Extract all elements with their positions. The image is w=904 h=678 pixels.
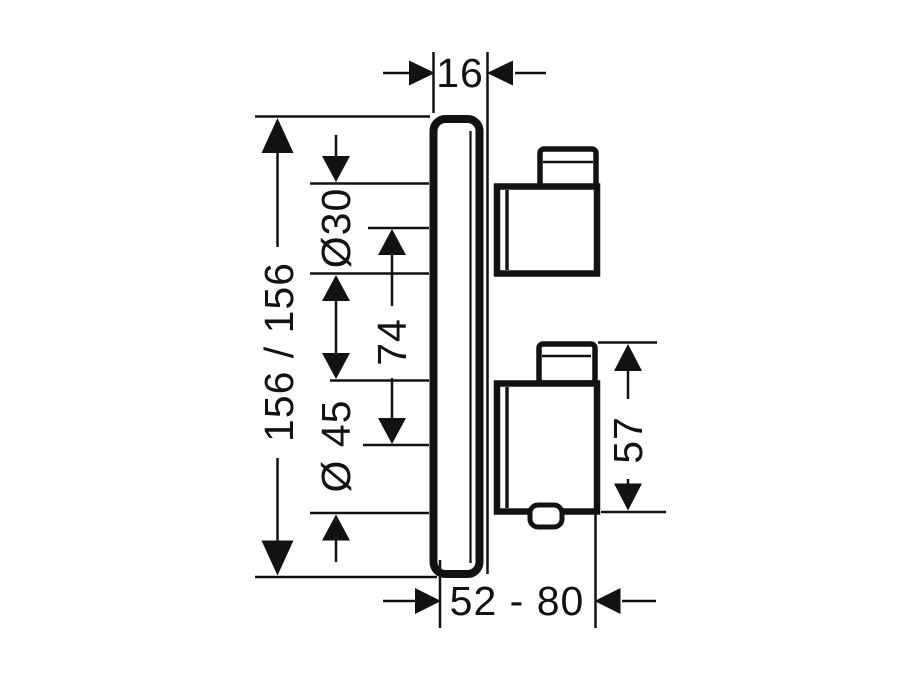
dim-lower-handle-height: [598, 341, 666, 514]
lower-handle-grip: [536, 341, 598, 386]
dim-label-plate-square: 156 / 156: [256, 262, 302, 442]
dim-handle-spacing: [363, 226, 429, 447]
arrow-up-icon: [322, 275, 350, 301]
lower-handle-body: [493, 380, 601, 515]
escutcheon-plate: [429, 115, 484, 578]
lower-handle-safety-tab: [527, 502, 565, 530]
dim-label-installation-depth: 52 - 80: [450, 578, 585, 624]
dim-handle-diameters: [310, 135, 429, 562]
arrow-up-icon: [378, 229, 406, 255]
dim-label-lower-handle-height: 57: [605, 416, 651, 464]
arrow-down-icon: [322, 353, 350, 379]
product-outline: [429, 52, 601, 578]
arrow-right-icon: [409, 60, 435, 86]
upper-handle-body: [493, 183, 601, 277]
dim-label-handle-spacing: 74: [369, 318, 415, 366]
arrow-up-icon: [322, 514, 350, 541]
dim-label-upper-handle-diameter: Ø30: [313, 188, 359, 269]
arrow-left-icon: [487, 60, 513, 86]
arrow-left-icon: [594, 588, 621, 614]
dim-plate-offset: [383, 52, 546, 113]
dim-installation-depth: [383, 514, 656, 628]
arrow-up-icon: [261, 118, 294, 153]
arrow-down-icon: [378, 418, 406, 444]
arrow-up-icon: [614, 344, 642, 371]
dim-plate-square: [255, 115, 437, 579]
dim-label-plate-offset: 16: [436, 50, 484, 96]
dim-label-lower-handle-diameter: Ø 45: [313, 400, 359, 493]
arrow-down-icon: [261, 540, 294, 576]
arrow-down-icon: [322, 156, 350, 182]
upper-handle-grip: [537, 146, 599, 192]
arrow-down-icon: [614, 483, 642, 511]
arrow-right-icon: [415, 588, 441, 614]
